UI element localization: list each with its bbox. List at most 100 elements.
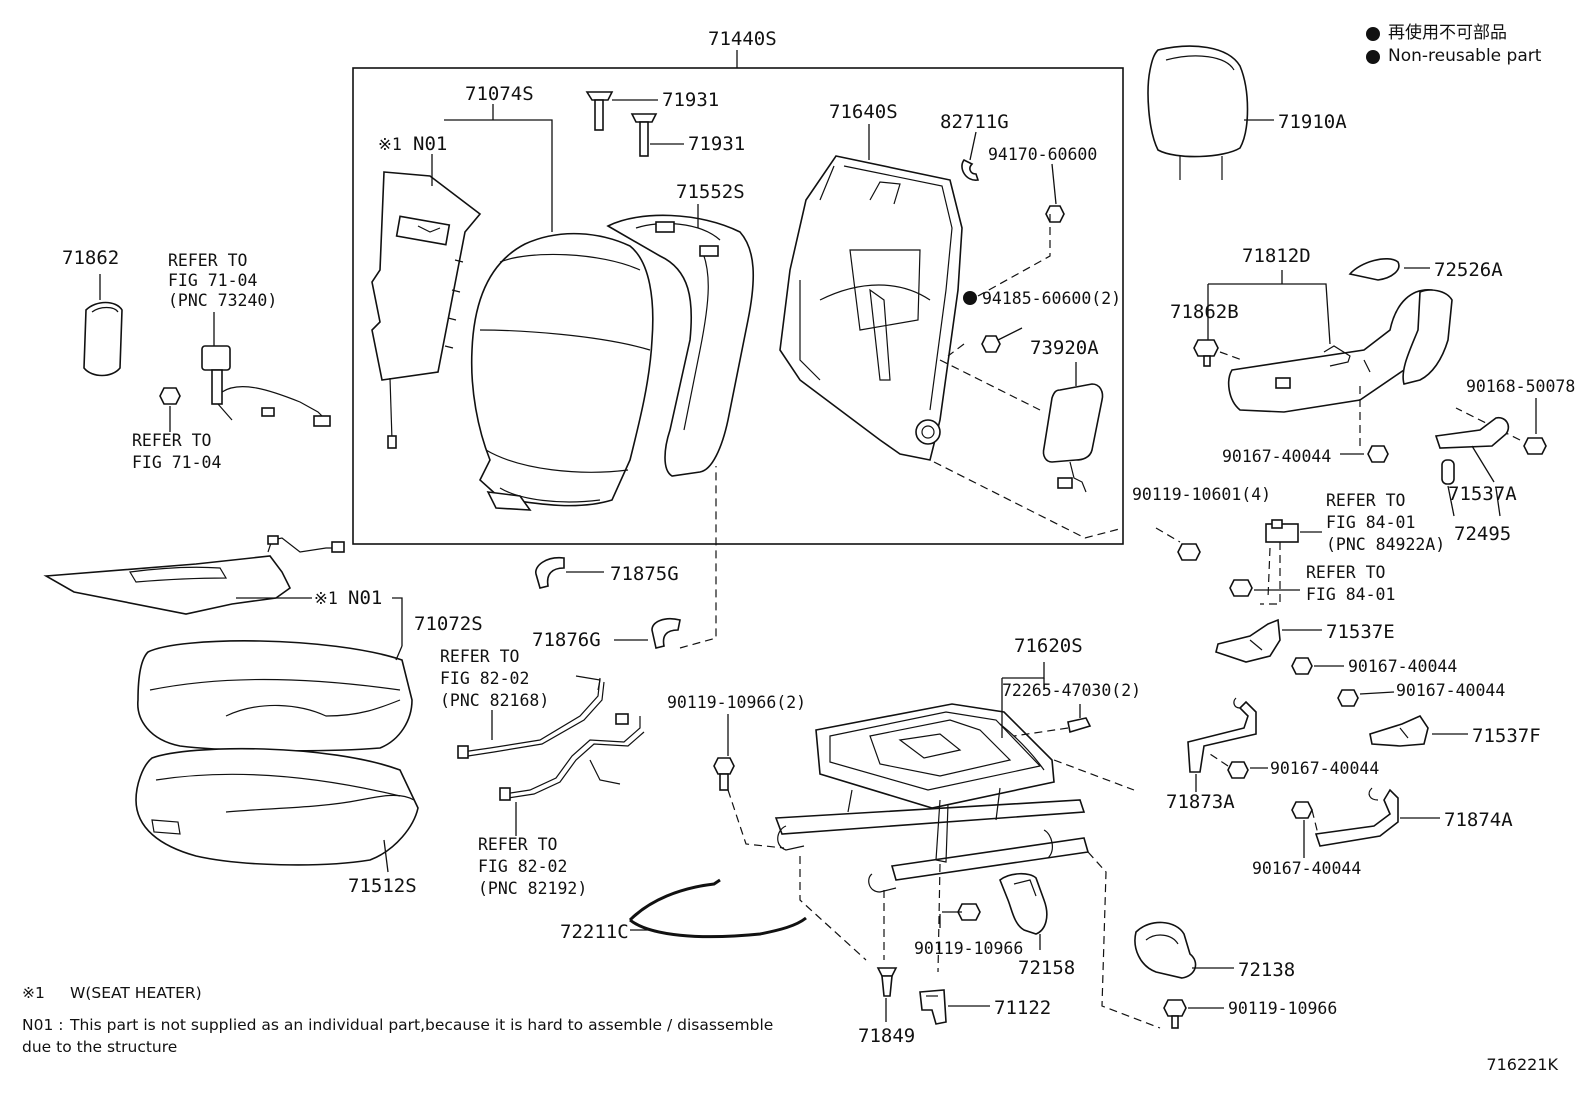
screw-90168-50078	[1523, 437, 1547, 455]
label-71074S: 71074S	[465, 83, 534, 105]
label-71122: 71122	[994, 997, 1051, 1019]
label-71849: 71849	[858, 1025, 915, 1047]
screw-90167-40044-d	[1227, 761, 1249, 779]
note2-continued: due to the structure	[22, 1038, 178, 1056]
label-71910A: 71910A	[1278, 111, 1347, 133]
refer-8401-b-line2: FIG 84-01	[1306, 585, 1395, 604]
cushion-pad	[135, 747, 419, 866]
label-72138: 72138	[1238, 959, 1295, 981]
figure-code: 716221K	[1486, 1055, 1558, 1074]
refer-8202-a-line2: FIG 82-02	[440, 669, 529, 688]
cover-71875G	[535, 556, 565, 589]
label-94185-60600: 94185-60600(2)	[982, 289, 1121, 308]
refer-8202-b-line2: FIG 82-02	[478, 857, 567, 876]
label-90167-40044-e: 90167-40044	[1252, 859, 1361, 878]
headrest-support-2	[630, 113, 658, 157]
label-71537F: 71537F	[1472, 725, 1541, 747]
note2-text: This part is not supplied as an individu…	[70, 1016, 774, 1034]
label-71862B: 71862B	[1170, 301, 1239, 323]
label-71875G: 71875G	[610, 563, 679, 585]
bracket-71537E	[1215, 618, 1281, 663]
cover-72138	[1134, 921, 1197, 979]
bracket-71874A	[1314, 787, 1399, 847]
refer-8202-b-line1: REFER TO	[478, 835, 557, 854]
label-82711G: 82711G	[940, 111, 1009, 133]
label-72495: 72495	[1454, 523, 1511, 545]
label-90119-10601: 90119-10601(4)	[1132, 485, 1271, 504]
notes: ※1 W(SEAT HEATER) N01 : This part is not s…	[22, 982, 773, 1058]
label-N01-top: N01	[413, 133, 447, 155]
sensor-84922A	[1265, 519, 1299, 543]
label-71931-a: 71931	[662, 89, 719, 111]
cover-71876G	[651, 617, 681, 649]
refer-8401-a-line1: REFER TO	[1326, 491, 1405, 510]
label-71812D: 71812D	[1242, 245, 1311, 267]
refer-8401-a-line3: (PNC 84922A)	[1326, 535, 1445, 554]
bolt-90119-10966-2	[713, 757, 735, 791]
label-71552S: 71552S	[676, 181, 745, 203]
wire-72211C	[628, 878, 721, 922]
wire-harness-82168	[457, 675, 605, 759]
non-reusable-mark-94185	[963, 291, 977, 305]
label-71620S: 71620S	[1014, 635, 1083, 657]
refer-8401-b-line1: REFER TO	[1306, 563, 1385, 582]
clip-71862B	[1193, 339, 1219, 367]
clip-71849	[876, 967, 898, 997]
label-71862: 71862	[62, 247, 119, 269]
label-N01-mid: N01	[348, 587, 382, 609]
refer-8202-a-line1: REFER TO	[440, 647, 519, 666]
label-90167-40044-c: 90167-40044	[1396, 681, 1505, 700]
label-71931-b: 71931	[688, 133, 745, 155]
cover-71862	[83, 301, 123, 377]
label-90167-40044-b: 90167-40044	[1348, 657, 1457, 676]
note1-key: ※1	[22, 984, 45, 1002]
screw-90167-40044-c	[1337, 689, 1359, 707]
legend: 再使用不可部品 Non-reusable part	[1366, 22, 1541, 68]
clip-82711G	[961, 158, 980, 181]
refer-7104-b-line1: REFER TO	[132, 431, 211, 450]
label-71876G: 71876G	[532, 629, 601, 651]
note1-text: W(SEAT HEATER)	[70, 984, 202, 1002]
label-90167-40044-a: 90167-40044	[1222, 447, 1331, 466]
lever-71537A	[1434, 416, 1510, 449]
label-73920A: 73920A	[1030, 337, 1099, 359]
label-72526A: 72526A	[1434, 259, 1503, 281]
label-71874A: 71874A	[1444, 809, 1513, 831]
seatback-assembly-frame	[352, 67, 1124, 545]
seatback-pad	[606, 214, 755, 477]
bolt-8401-b	[1229, 579, 1253, 597]
seat-belt-buckle	[201, 345, 331, 427]
cushion-heater-mat	[43, 535, 345, 615]
knob-72526A	[1348, 258, 1400, 281]
bolt-90119-10601	[1177, 543, 1201, 561]
screw-90167-40044-b	[1291, 657, 1313, 675]
label-71537E: 71537E	[1326, 621, 1395, 643]
wire-harness-82192	[499, 713, 645, 801]
label-90168-50078: 90168-50078	[1466, 377, 1575, 396]
refer-8401-a-line2: FIG 84-01	[1326, 513, 1415, 532]
bolt-90119-10966-b	[1163, 999, 1187, 1029]
label-71072S: 71072S	[414, 613, 483, 635]
label-72265-47030: 72265-47030(2)	[1002, 681, 1141, 700]
bracket-71537F	[1369, 714, 1429, 747]
seatback-cover	[470, 232, 654, 507]
side-airbag-module	[1042, 383, 1104, 493]
label-90119-10966-a: 90119-10966	[914, 939, 1023, 958]
seat-adjuster	[774, 703, 1090, 893]
n01-note-mark: ※1	[378, 135, 402, 154]
bolt-72265	[1067, 717, 1092, 734]
refer-7104-a-line1: REFER TO	[168, 251, 247, 270]
cover-72158	[999, 872, 1048, 935]
legend-en: Non-reusable part	[1388, 46, 1542, 66]
nut-94170	[1045, 205, 1065, 223]
label-90119-10966-b: 90119-10966	[1228, 999, 1337, 1018]
cap-72495	[1441, 459, 1455, 485]
label-71440S: 71440S	[708, 28, 777, 50]
refer-7104-a-line3: (PNC 73240)	[168, 291, 277, 310]
note2-key: N01 :	[22, 1016, 64, 1034]
screw-90167-40044-a	[1367, 445, 1389, 463]
bolt-belt	[159, 387, 181, 405]
cover-71122	[919, 989, 947, 1025]
label-72158: 72158	[1018, 957, 1075, 979]
